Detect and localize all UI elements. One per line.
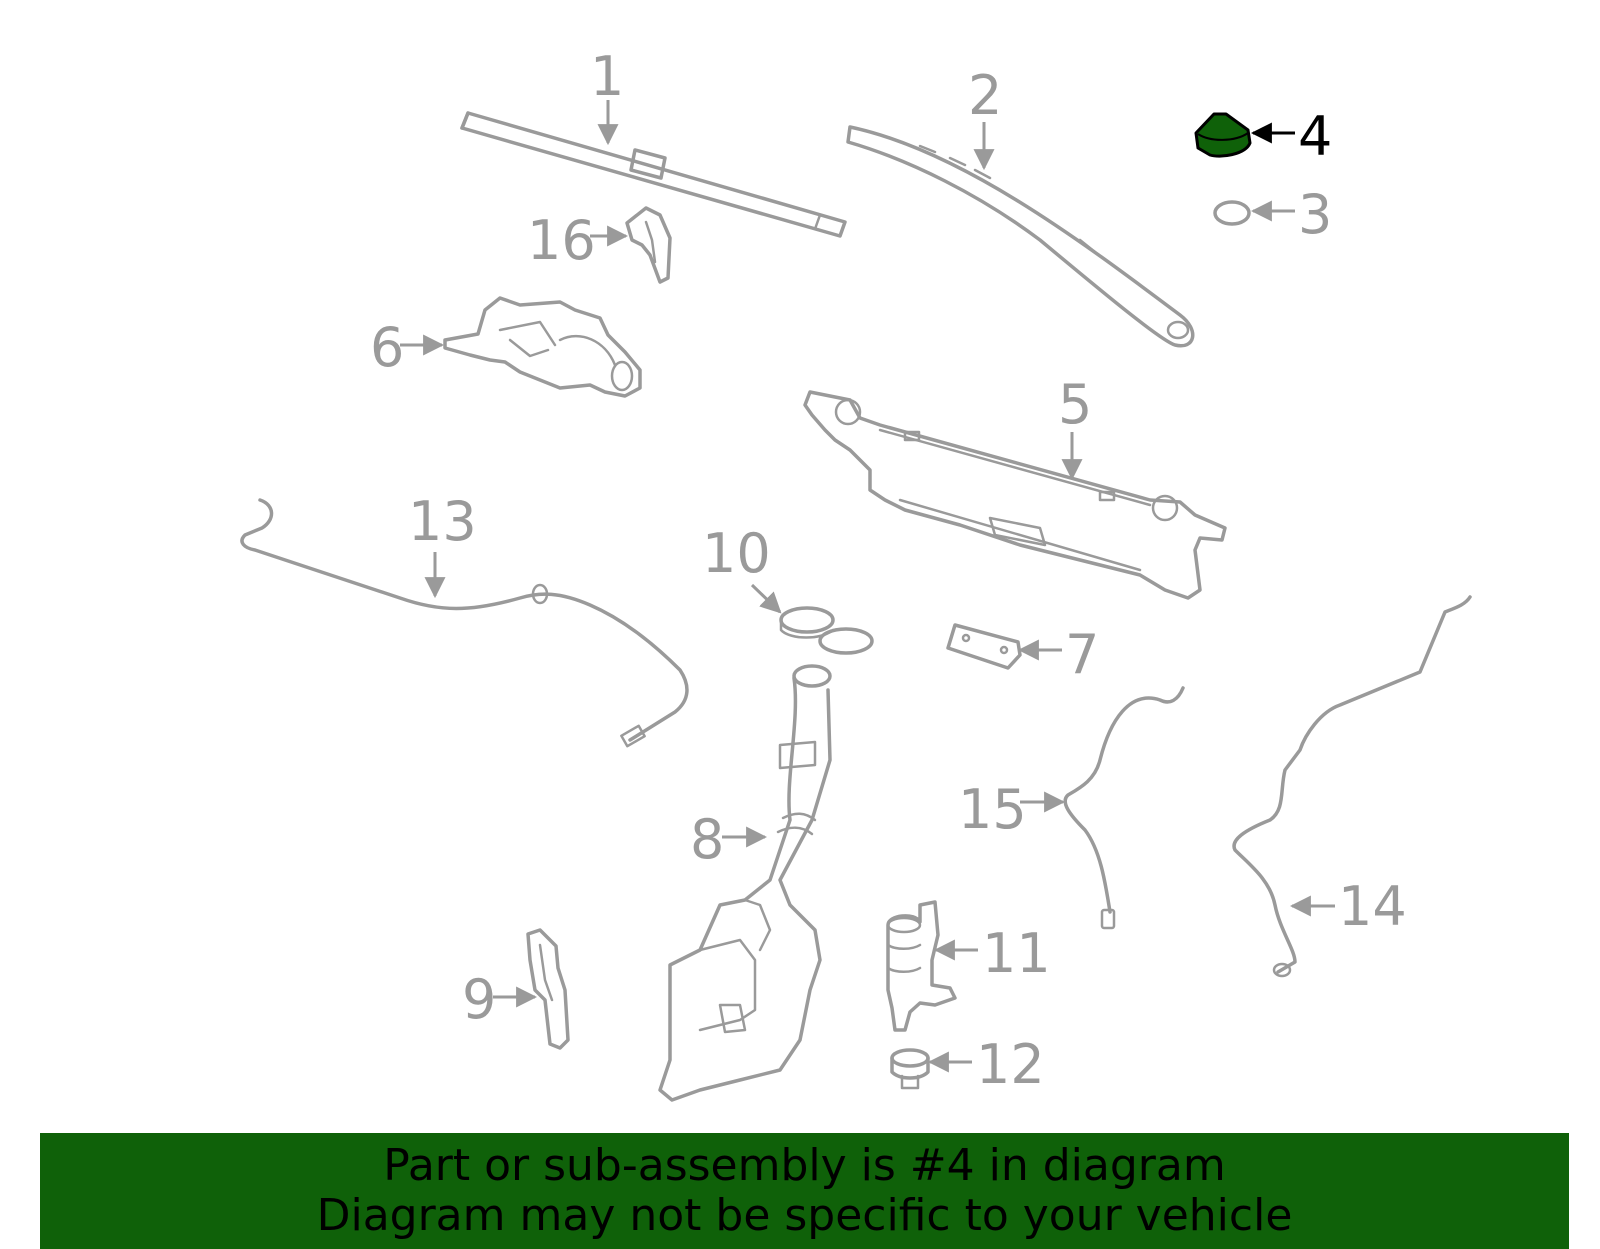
callout-11: 11 <box>982 922 1051 985</box>
callout-4: 4 <box>1298 105 1332 168</box>
callout-14: 14 <box>1338 875 1407 938</box>
part-1-wiper-blade[interactable] <box>460 111 847 238</box>
part-14-washer-hose[interactable] <box>1232 595 1472 978</box>
callout-2: 2 <box>968 64 1002 127</box>
callout-10: 10 <box>702 522 771 585</box>
part-3-washer-ring[interactable] <box>1213 200 1251 226</box>
part-9-reservoir-bracket[interactable] <box>526 928 570 1050</box>
part-11-washer-pump[interactable] <box>886 900 957 1032</box>
callout-3: 3 <box>1298 183 1332 246</box>
part-12-pump-grommet[interactable] <box>890 1048 930 1090</box>
part-8-washer-reservoir[interactable] <box>658 664 832 1102</box>
part-2-wiper-arm[interactable] <box>846 125 1195 348</box>
part-5-wiper-linkage[interactable] <box>803 390 1227 600</box>
part-16-bracket[interactable] <box>625 206 672 284</box>
callout-7: 7 <box>1065 623 1099 686</box>
banner-line-disclaimer: Diagram may not be specific to your vehi… <box>316 1190 1293 1241</box>
callout-5: 5 <box>1058 373 1092 436</box>
callout-13: 13 <box>408 490 477 553</box>
callout-15: 15 <box>958 778 1027 841</box>
part-6-wiper-motor[interactable] <box>443 296 642 398</box>
callout-6: 6 <box>370 316 404 379</box>
callout-9: 9 <box>462 968 496 1031</box>
callout-1: 1 <box>590 45 624 108</box>
part-4-nut-cap-highlighted[interactable] <box>1194 112 1252 158</box>
info-banner: Part or sub-assembly is #4 in diagram Di… <box>40 1133 1569 1249</box>
part-7-mount-bracket[interactable] <box>946 623 1022 670</box>
callout-16: 16 <box>527 209 596 272</box>
leader-arrow-10 <box>750 583 782 614</box>
banner-line-part-number: Part or sub-assembly is #4 in diagram <box>383 1140 1226 1191</box>
callout-12: 12 <box>976 1033 1045 1096</box>
part-15-washer-hose[interactable] <box>1063 686 1185 930</box>
part-13-washer-hose[interactable] <box>240 498 689 748</box>
part-10-filler-neck-seal[interactable] <box>779 606 874 655</box>
callout-8: 8 <box>690 808 724 871</box>
